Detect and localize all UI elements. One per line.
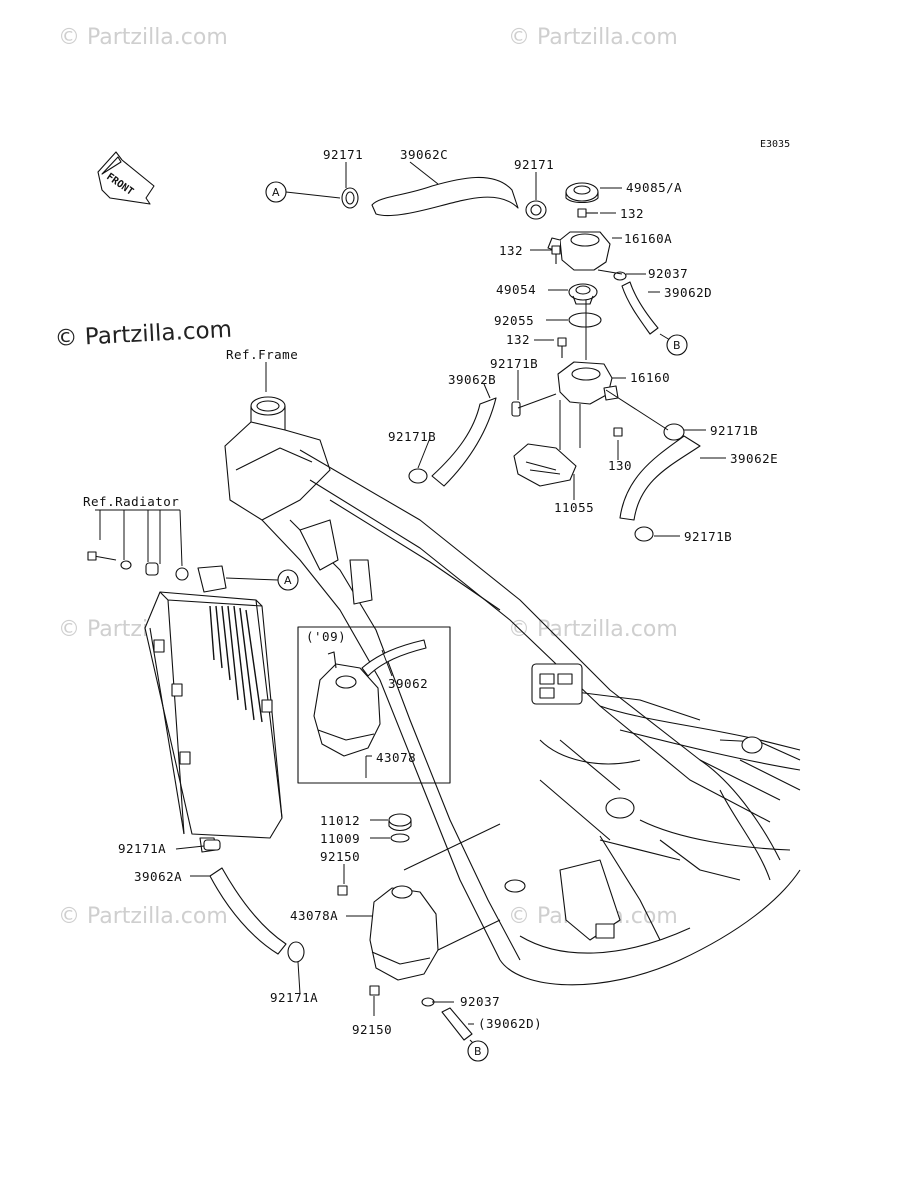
part-label-92171-top-right[interactable]: 92171	[514, 157, 554, 172]
part-label-49054[interactable]: 49054	[496, 282, 536, 297]
part-label-132-b[interactable]: 132	[499, 243, 523, 258]
svg-text:B: B	[673, 339, 681, 352]
clamp-92171A-bottom	[287, 941, 305, 963]
hose-39062A	[209, 867, 287, 955]
callout-b-top: B	[666, 334, 688, 356]
reservoir-tank-43078	[313, 651, 381, 757]
radiator-drawing	[144, 565, 283, 853]
gasket-11009	[390, 833, 410, 843]
part-label-92171B-mid[interactable]: 92171B	[490, 356, 538, 371]
part-label-16160A[interactable]: 16160A	[624, 231, 672, 246]
part-label-92171B-bottom[interactable]: 92171B	[684, 529, 732, 544]
svg-text:A: A	[284, 574, 292, 587]
inset-box-09	[297, 626, 451, 784]
reservoir-tank-43078A	[369, 885, 439, 981]
part-label-92171B-left[interactable]: 92171B	[388, 429, 436, 444]
ref-frame-label: Ref.Frame	[226, 347, 298, 362]
part-label-132-a[interactable]: 132	[620, 206, 644, 221]
clamp-92171-left	[341, 187, 359, 209]
watermark-bold: © Partzilla.com	[54, 317, 233, 352]
clamp-92171A-top	[203, 839, 221, 851]
part-label-43078[interactable]: 43078	[376, 750, 416, 765]
hose-39062C	[371, 176, 519, 217]
diagram-code: E3035	[760, 139, 790, 150]
part-label-11012[interactable]: 11012	[320, 813, 360, 828]
part-label-39062[interactable]: 39062	[388, 676, 428, 691]
part-label-92171A-bottom[interactable]: 92171A	[270, 990, 318, 1005]
hose-39062B	[431, 397, 497, 487]
callout-a-top: A	[265, 181, 287, 203]
part-label-92171B-right[interactable]: 92171B	[710, 423, 758, 438]
hose-39062D	[621, 281, 659, 335]
inset-year-label: ('09)	[306, 629, 346, 644]
part-label-92037-top[interactable]: 92037	[648, 266, 688, 281]
clamp-92171B-bottom	[634, 526, 654, 542]
bolt-132-left	[551, 245, 561, 264]
frame-drawing	[224, 396, 801, 986]
leader-lines	[95, 161, 726, 1047]
part-label-92150-a[interactable]: 92150	[320, 849, 360, 864]
ref-radiator-label: Ref.Radiator	[83, 494, 179, 509]
part-label-11055[interactable]: 11055	[554, 500, 594, 515]
cap-11012	[388, 813, 412, 832]
part-label-39062E[interactable]: 39062E	[730, 451, 778, 466]
watermark-mid-right: © Partzilla.com	[508, 617, 678, 642]
o-ring-92055	[568, 312, 602, 328]
clamp-92171B-right	[663, 423, 685, 441]
part-label-130[interactable]: 130	[608, 458, 632, 473]
part-label-11009[interactable]: 11009	[320, 831, 360, 846]
part-label-92037-bottom[interactable]: 92037	[460, 994, 500, 1009]
bolt-92150-bottom	[369, 985, 380, 996]
radiator-cap-icon	[565, 182, 599, 204]
callout-a-mid: A	[277, 569, 299, 591]
part-label-39062B[interactable]: 39062B	[448, 372, 496, 387]
radiator-mount-hardware	[87, 551, 189, 581]
watermark-bottom-left: © Partzilla.com	[58, 904, 228, 929]
watermark-top-right: © Partzilla.com	[508, 25, 678, 50]
thermostat-housing-16160	[557, 361, 619, 405]
svg-text:B: B	[474, 1045, 482, 1058]
part-label-132-c[interactable]: 132	[506, 332, 530, 347]
part-label-92055[interactable]: 92055	[494, 313, 534, 328]
part-label-39062C[interactable]: 39062C	[400, 147, 448, 162]
clamp-92171B-mid	[511, 401, 521, 417]
clamp-92171-right	[525, 200, 547, 220]
part-label-49085A[interactable]: 49085/A	[626, 180, 682, 195]
part-label-16160[interactable]: 16160	[630, 370, 670, 385]
clamp-92171B-left	[408, 468, 428, 484]
hose-39062	[361, 639, 427, 677]
bolt-130	[613, 427, 623, 437]
bolt-132-top	[577, 208, 598, 218]
callout-b-bottom: B	[467, 1040, 489, 1062]
thermostat-49054	[568, 283, 598, 305]
clip-92037-top	[613, 271, 627, 281]
part-label-92171-top-left[interactable]: 92171	[323, 147, 363, 162]
hose-39062D-lower	[441, 1007, 473, 1041]
front-arrow-icon: FRONT	[97, 151, 155, 205]
part-label-92150-b[interactable]: 92150	[352, 1022, 392, 1037]
watermark-top-left: © Partzilla.com	[58, 25, 228, 50]
part-label-39062D-paren[interactable]: (39062D)	[478, 1016, 542, 1031]
bolt-132-mid	[557, 337, 567, 358]
part-label-43078A[interactable]: 43078A	[290, 908, 338, 923]
part-label-39062D[interactable]: 39062D	[664, 285, 712, 300]
hose-39062E	[619, 435, 701, 521]
bracket-11055	[513, 443, 577, 487]
bolt-92150-top	[337, 885, 348, 896]
svg-text:A: A	[272, 186, 280, 199]
part-label-39062A[interactable]: 39062A	[134, 869, 182, 884]
part-label-92171A-top[interactable]: 92171A	[118, 841, 166, 856]
